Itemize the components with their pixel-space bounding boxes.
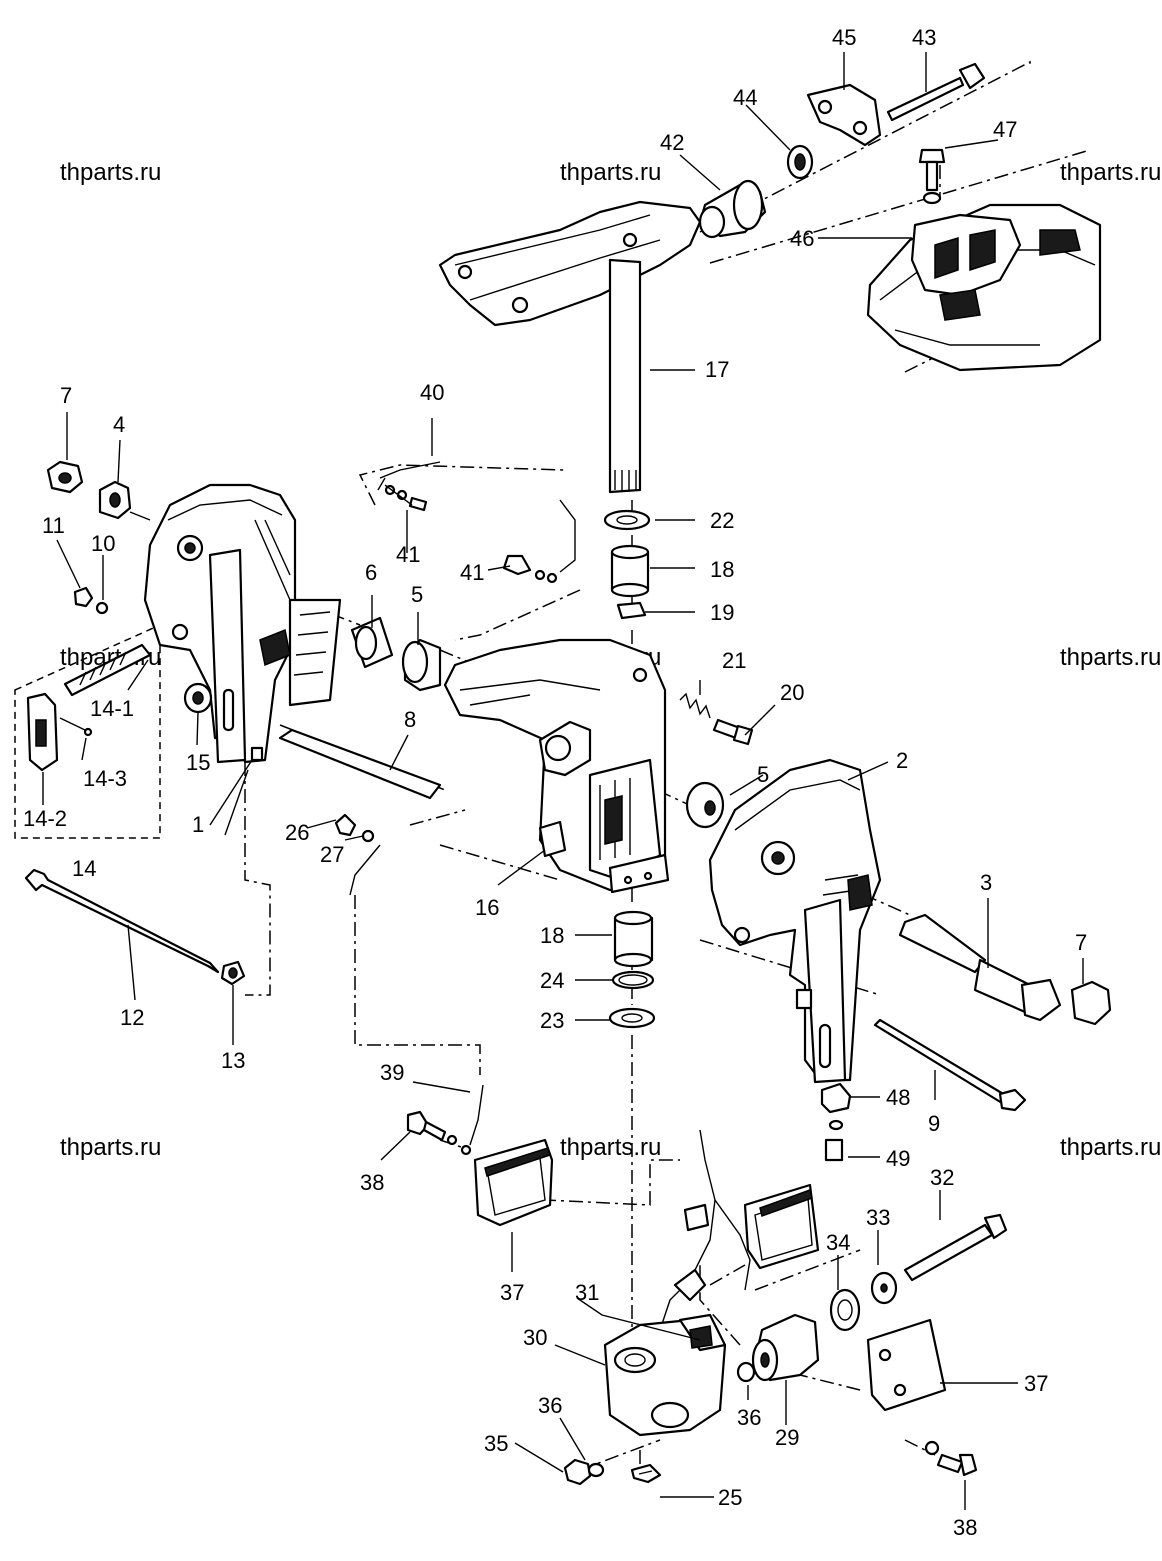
callout-label: 7 (1075, 930, 1087, 955)
callout-label: 41 (396, 542, 420, 567)
callout-label: 24 (540, 968, 564, 993)
callout-label: 46 (790, 226, 814, 251)
part-14-kit-box (14, 623, 161, 839)
callout-label: 45 (832, 25, 856, 50)
tilt-lock-kit-14 (26, 643, 152, 772)
mount-bracket-30 (603, 1313, 756, 1437)
lower-mount-rubbers (473, 1138, 947, 1412)
callout-label: 31 (575, 1280, 599, 1305)
callout-label: 2 (896, 748, 908, 773)
callout-label: 36 (737, 1405, 761, 1430)
callout-label: 5 (757, 762, 769, 787)
callout-label: 27 (320, 842, 344, 867)
callout-label: 22 (710, 508, 734, 533)
callout-label: 43 (912, 25, 936, 50)
callout-label: 23 (540, 1008, 564, 1033)
callout-label: 6 (365, 560, 377, 585)
watermark: thparts.ru (1060, 1134, 1161, 1161)
nut-15 (183, 682, 213, 714)
callout-label: 40 (420, 380, 444, 405)
watermark: thparts.ru (1060, 644, 1161, 671)
callout-label: 38 (360, 1170, 384, 1195)
callout-label: 44 (733, 85, 757, 110)
clamp-bracket-2 (708, 758, 882, 1084)
callout-label: 33 (866, 1205, 890, 1230)
spring-bolt-21-20 (679, 692, 754, 746)
callout-label: 12 (120, 1005, 144, 1030)
callout-label: 35 (484, 1431, 508, 1456)
callout-label: 48 (886, 1085, 910, 1110)
callout-label: 49 (886, 1146, 910, 1171)
clamp-bracket-1 (143, 483, 342, 764)
watermark: thparts.ru (560, 1134, 661, 1161)
callout-label: 25 (718, 1485, 742, 1510)
callout-label: 41 (460, 560, 484, 585)
callout-label: 1 (192, 812, 204, 837)
callout-label: 17 (705, 357, 729, 382)
upper-mount-parts (698, 62, 986, 239)
callout-label: 34 (826, 1230, 850, 1255)
small-hardware-left (46, 460, 132, 615)
callout-label: 37 (1024, 1371, 1048, 1396)
callout-label: 39 (380, 1060, 404, 1085)
rod-12 (24, 746, 264, 986)
callout-label: 4 (113, 412, 125, 437)
lower-mount-29 (751, 1313, 820, 1382)
watermark: thparts.ru (60, 159, 161, 186)
callout-labels: 7 4 11 10 14-1 14-3 14-2 14 15 1 12 13 2… (23, 25, 1087, 1540)
callout-label: 19 (710, 600, 734, 625)
callout-label: 14-3 (83, 766, 127, 791)
callout-label: 7 (60, 383, 72, 408)
callout-label: 20 (780, 680, 804, 705)
upper-bushings (603, 509, 651, 620)
callout-label: 47 (993, 117, 1017, 142)
callout-label: 18 (540, 923, 564, 948)
callout-label: 42 (660, 130, 684, 155)
callout-label: 14-2 (23, 806, 67, 831)
callout-label: 10 (91, 531, 115, 556)
lower-bushings (608, 910, 656, 1029)
callout-label: 29 (775, 1425, 799, 1450)
callout-label: 38 (953, 1515, 977, 1540)
callout-label: 15 (186, 750, 210, 775)
callout-label: 14 (72, 856, 96, 881)
watermark: thparts.ru (560, 159, 661, 186)
callout-label: 30 (523, 1325, 547, 1350)
callout-label: 8 (404, 707, 416, 732)
watermark: thparts.ru (1060, 159, 1161, 186)
callout-label: 16 (475, 895, 499, 920)
callout-label: 14-1 (90, 696, 134, 721)
callout-label: 32 (930, 1165, 954, 1190)
steering-arm-17 (438, 200, 702, 494)
callout-label: 18 (710, 557, 734, 582)
engine-mount-46 (866, 148, 1102, 372)
bottom-hardware (563, 1440, 978, 1486)
ground-wire-40 (377, 461, 576, 584)
through-bolt-32 (829, 1213, 1008, 1332)
lower-case-sketch (659, 1129, 751, 1331)
leader-lines (42, 52, 1084, 1510)
ground-wire-39 (406, 1084, 484, 1156)
callout-label: 5 (411, 582, 423, 607)
callout-label: 9 (928, 1111, 940, 1136)
callout-label: 36 (538, 1393, 562, 1418)
callout-label: 3 (980, 870, 992, 895)
tubes-bushings (278, 616, 725, 829)
callout-label: 37 (500, 1280, 524, 1305)
callout-label: 26 (285, 820, 309, 845)
watermark: thparts.ru (60, 1134, 161, 1161)
callout-label: 13 (221, 1048, 245, 1073)
swivel-bracket-16 (443, 638, 670, 894)
right-hardware (820, 913, 1112, 1162)
callout-label: 21 (722, 648, 746, 673)
callout-label: 11 (42, 513, 65, 538)
